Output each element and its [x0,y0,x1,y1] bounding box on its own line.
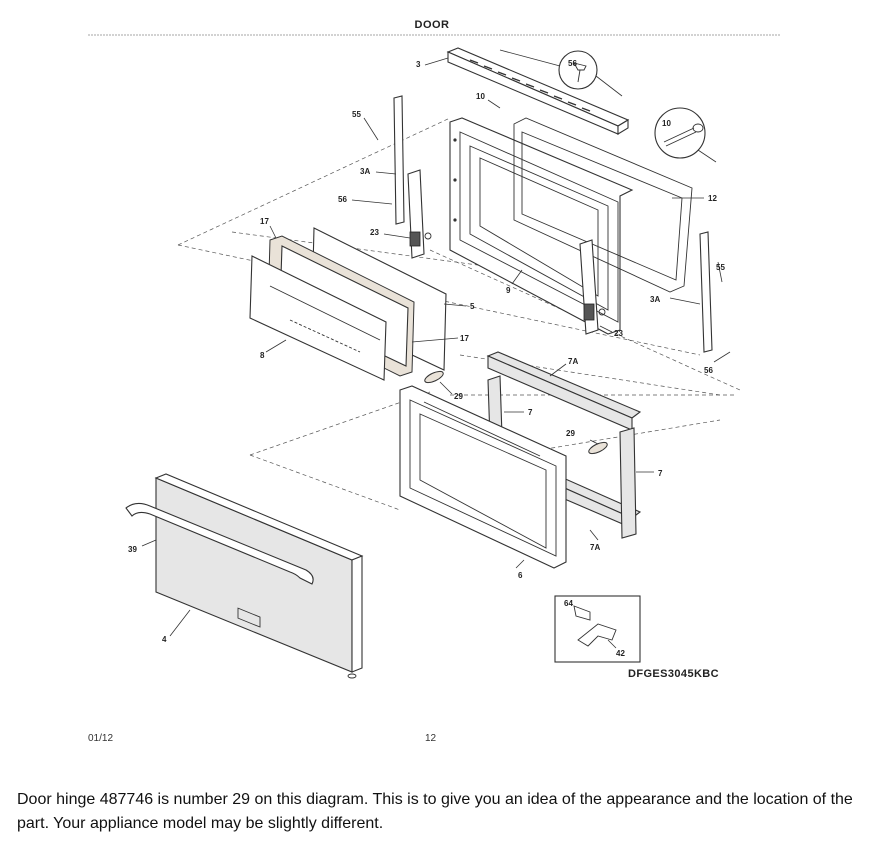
hinge-bracket-detail-box [554,595,641,663]
hinge-pins [424,370,608,455]
outer-door-panel [125,473,364,679]
left-hinge-channel [393,95,432,259]
screw-detail-circle [499,49,623,97]
callout-leaders [141,57,731,637]
model-number: DFGES3045KBC [628,668,719,680]
callout-64: 64 [564,599,573,608]
callout-56-left: 56 [338,195,347,204]
callout-17-top: 17 [260,217,269,226]
callout-8: 8 [260,351,265,360]
door-exploded-diagram: DOOR [88,19,780,744]
callout-7-left: 7 [528,408,533,417]
inner-door-liner [449,117,634,335]
callout-labels: 3 56 10 10 55 3A 56 12 17 23 9 55 3A 5 2… [128,59,725,658]
part-caption: Door hinge 487746 is number 29 on this d… [17,791,853,832]
callout-9: 9 [506,286,511,295]
callout-3a-left: 3A [360,167,370,176]
callout-42: 42 [616,649,625,658]
callout-29-left: 29 [454,392,463,401]
door-gasket [513,117,693,293]
inner-door-frame [399,385,567,569]
footer-date: 01/12 [88,733,113,744]
callout-56-circle: 56 [568,59,577,68]
right-hinge-channel [579,231,713,353]
spring-detail-circle [654,107,717,163]
callout-3a-right: 3A [650,295,660,304]
footer-page-number: 12 [425,733,437,744]
callout-29-right: 29 [566,429,575,438]
callout-56-right: 56 [704,366,713,375]
callout-23-right: 23 [614,329,623,338]
diagram-title: DOOR [415,19,450,31]
callout-23-left: 23 [370,228,379,237]
callout-7a-top: 7A [568,357,578,366]
callout-7-right: 7 [658,469,663,478]
callout-12: 12 [708,194,717,203]
callout-55-right: 55 [716,263,725,272]
callout-5: 5 [470,302,475,311]
glass-pane-assembly [249,227,447,381]
callout-7a-bottom: 7A [590,543,600,552]
callout-10-top: 10 [476,92,485,101]
callout-10-circle: 10 [662,119,671,128]
top-vent-trim [446,47,630,135]
callout-17-bottom: 17 [460,334,469,343]
callout-3-top: 3 [416,60,421,69]
callout-4: 4 [162,635,167,644]
callout-55-left: 55 [352,110,361,119]
callout-6: 6 [518,571,523,580]
callout-39: 39 [128,545,137,554]
